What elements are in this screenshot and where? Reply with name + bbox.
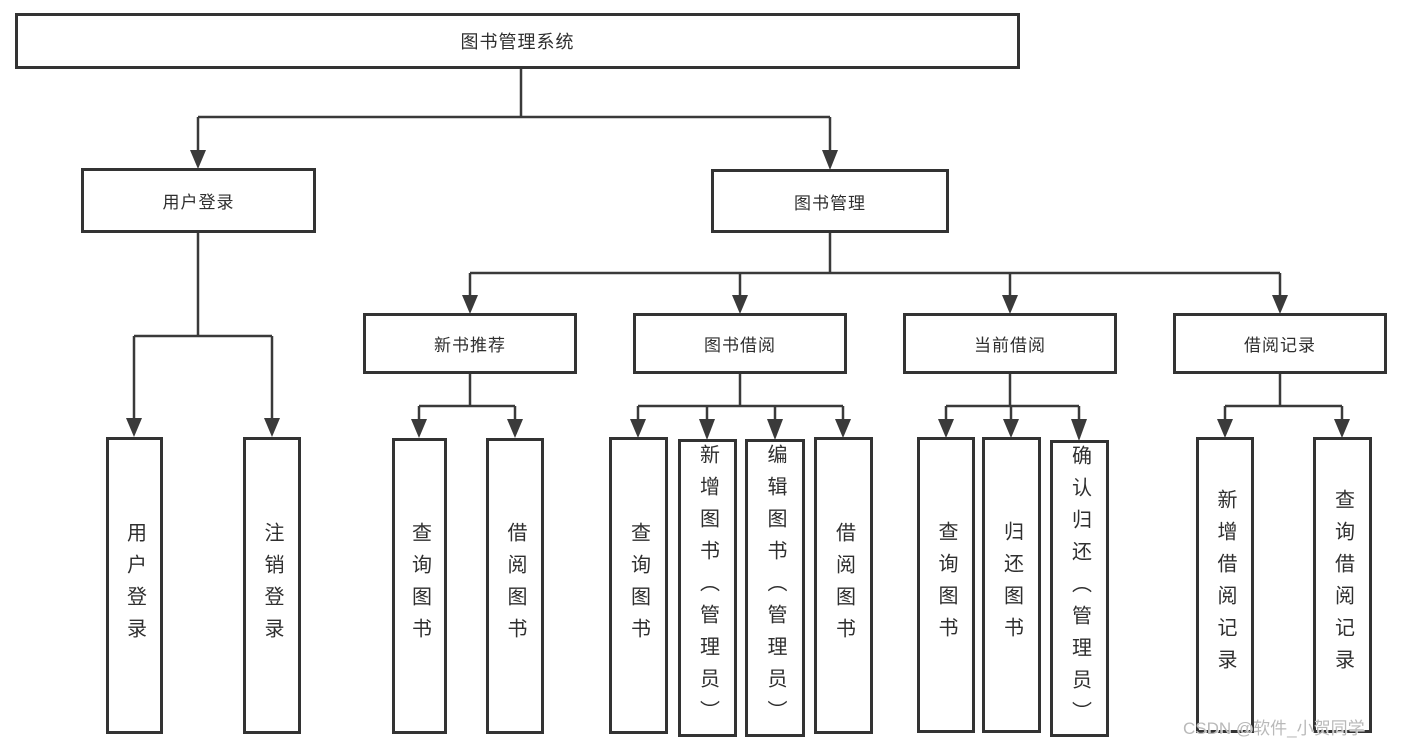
- leaf-add-book-admin: 新增图书（管理员）: [678, 439, 737, 737]
- connector-current-borrow-to-leaves: [944, 374, 1081, 420]
- leaf-borrow-books-1: 借阅图书: [486, 438, 544, 734]
- leaf-label: 查询图书: [935, 521, 957, 649]
- arrow-down-icon: [507, 419, 523, 438]
- node-label: 图书借阅: [704, 336, 776, 355]
- arrow-down-icon: [1217, 419, 1233, 438]
- leaf-label: 借阅图书: [832, 521, 855, 650]
- connector-book-mgmt-to-level3: [468, 233, 1282, 296]
- leaf-label: 编辑图书（管理员）: [764, 444, 786, 732]
- leaf-borrow-books-2: 借阅图书: [814, 437, 873, 734]
- leaf-label: 用户登录: [123, 521, 146, 650]
- node-borrowing-records: 借阅记录: [1173, 313, 1387, 374]
- leaf-label: 确认归还（管理员）: [1068, 444, 1091, 733]
- connector-borrow-records-to-leaves: [1223, 374, 1344, 420]
- node-label: 图书管理: [794, 193, 866, 213]
- leaf-label: 查询借阅记录: [1331, 489, 1354, 681]
- node-book-management: 图书管理: [711, 169, 949, 233]
- leaf-confirm-return-admin: 确认归还（管理员）: [1050, 440, 1109, 737]
- arrow-down-icon: [1003, 419, 1019, 438]
- leaf-query-books-2: 查询图书: [609, 437, 668, 734]
- leaf-add-borrow-record: 新增借阅记录: [1196, 437, 1254, 733]
- arrow-down-icon: [1334, 419, 1350, 438]
- leaf-edit-book-admin: 编辑图书（管理员）: [745, 439, 805, 737]
- connector-book-borrow-to-leaves: [636, 374, 845, 420]
- node-library-management-system: 图书管理系统: [15, 13, 1020, 69]
- node-user-login: 用户登录: [81, 168, 316, 233]
- node-new-book-recommend: 新书推荐: [363, 313, 577, 374]
- arrow-down-icon: [732, 295, 748, 314]
- leaf-label: 查询图书: [408, 522, 431, 650]
- leaf-logout: 注销登录: [243, 437, 301, 734]
- node-current-borrowing: 当前借阅: [903, 313, 1117, 374]
- arrowhead-icons-new-book-rec: [411, 419, 523, 438]
- arrow-down-icon: [264, 418, 280, 437]
- arrow-down-icon: [190, 150, 206, 169]
- node-label: 借阅记录: [1244, 336, 1316, 355]
- leaf-label: 新增图书（管理员）: [696, 444, 719, 732]
- arrow-down-icon: [411, 419, 427, 438]
- connector-user-login-to-leaves: [132, 233, 274, 419]
- leaf-user-login: 用户登录: [106, 437, 163, 734]
- node-label: 用户登录: [162, 193, 235, 212]
- arrowhead-icons-borrow-records: [1217, 419, 1350, 438]
- node-label: 新书推荐: [434, 336, 506, 355]
- arrow-down-icon: [1272, 295, 1288, 314]
- arrow-down-icon: [835, 419, 851, 438]
- arrow-down-icon: [822, 150, 838, 170]
- connector-root-to-level2: [196, 69, 832, 151]
- arrowhead-icons-level2: [190, 150, 838, 170]
- arrow-down-icon: [630, 419, 646, 438]
- connector-new-book-rec-to-leaves: [417, 374, 517, 420]
- arrow-down-icon: [1071, 419, 1087, 441]
- leaf-label: 借阅图书: [504, 522, 526, 650]
- arrowhead-icons-level3: [462, 295, 1288, 314]
- arrowhead-icons-book-borrow: [630, 419, 851, 440]
- node-label: 当前借阅: [974, 336, 1046, 355]
- leaf-query-books-1: 查询图书: [392, 438, 447, 734]
- arrow-down-icon: [126, 418, 142, 437]
- arrow-down-icon: [767, 419, 783, 440]
- leaf-label: 新增借阅记录: [1214, 489, 1236, 681]
- node-label: 图书管理系统: [460, 32, 575, 52]
- leaf-query-books-3: 查询图书: [917, 437, 975, 733]
- csdn-watermark: CSDN @软件_小贺同学: [1183, 719, 1365, 738]
- arrow-down-icon: [938, 419, 954, 438]
- arrowhead-icons-current-borrow: [938, 419, 1087, 441]
- arrow-down-icon: [462, 295, 478, 314]
- arrow-down-icon: [1002, 295, 1018, 314]
- arrow-down-icon: [699, 419, 715, 440]
- arrowhead-icons-user-login: [126, 418, 280, 437]
- leaf-label: 归还图书: [1000, 521, 1023, 649]
- leaf-return-books: 归还图书: [982, 437, 1041, 733]
- leaf-label: 查询图书: [627, 521, 650, 650]
- leaf-query-borrow-record: 查询借阅记录: [1313, 437, 1372, 733]
- node-book-borrowing: 图书借阅: [633, 313, 847, 374]
- leaf-label: 注销登录: [261, 521, 283, 650]
